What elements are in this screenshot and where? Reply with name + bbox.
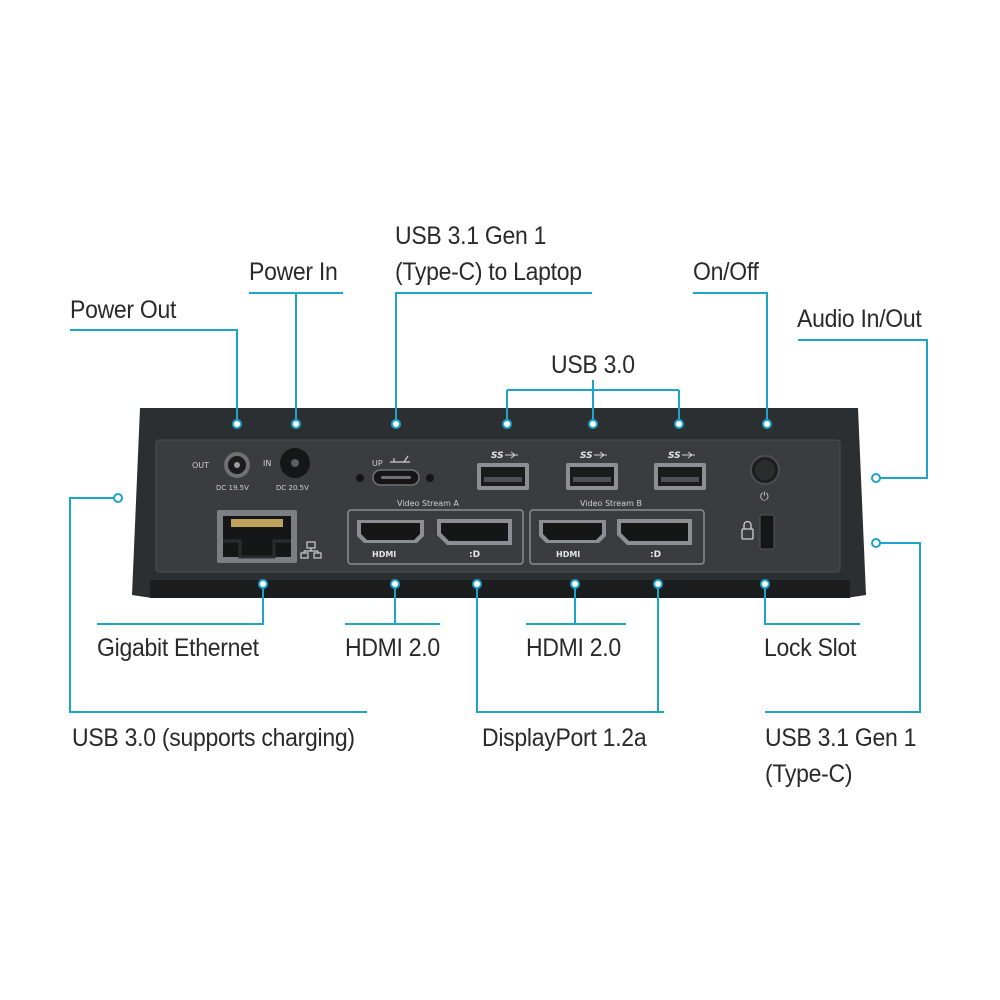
dot-hdmi-a	[390, 579, 400, 589]
lock-icon	[741, 520, 754, 540]
hdmi-port-a	[357, 520, 424, 543]
callout-hdmi-b: HDMI 2.0	[526, 634, 621, 662]
dot-power-out	[232, 419, 242, 429]
video-stream-a-label: Video Stream A	[397, 499, 459, 508]
leader-on-off	[693, 292, 768, 424]
power-out-port	[224, 452, 250, 478]
callout-audio: Audio In/Out	[797, 305, 922, 333]
dot-displayport-b	[653, 579, 663, 589]
leader-hdmi-b	[526, 584, 626, 625]
dp-logo-b: :D	[650, 550, 661, 560]
hdmi-port-b	[539, 520, 606, 543]
dot-usb30-2	[588, 419, 598, 429]
dot-usb30-3	[674, 419, 684, 429]
ss-logo-3: SS	[668, 451, 681, 461]
video-stream-b-label: Video Stream B	[580, 499, 642, 508]
dot-lock	[760, 579, 770, 589]
leader-power-in	[249, 292, 343, 424]
usb-c-laptop-port	[356, 469, 434, 486]
power-symbol-icon: ⏻	[760, 490, 769, 503]
callout-power-in: Power In	[249, 258, 338, 286]
ss-logo-1: SS	[491, 451, 504, 461]
dot-hdmi-b	[570, 579, 580, 589]
up-label: UP	[372, 459, 383, 468]
out-label: OUT	[192, 461, 209, 470]
leader-lock	[764, 584, 860, 625]
callout-usb30: USB 3.0	[551, 351, 635, 379]
callout-usb31c-line1: USB 3.1 Gen 1	[765, 724, 917, 752]
hdmi-logo-b: HDMI	[556, 550, 580, 559]
dot-gigabit	[258, 579, 268, 589]
device-base	[150, 580, 850, 598]
lock-slot	[759, 514, 775, 550]
callout-gigabit: Gigabit Ethernet	[97, 634, 259, 662]
video-stream-a-frame	[347, 509, 524, 565]
dot-audio	[871, 473, 881, 483]
callout-hdmi-a: HDMI 2.0	[345, 634, 440, 662]
callout-usb30-charging: USB 3.0 (supports charging)	[72, 724, 355, 752]
dot-usb-c-laptop	[391, 419, 401, 429]
dot-power-in	[291, 419, 301, 429]
usb-a-port-1	[477, 463, 529, 490]
hdmi-logo-a: HDMI	[372, 550, 396, 559]
callout-displayport: DisplayPort 1.2a	[482, 724, 647, 752]
dc-out-label: DC 19.5V	[216, 484, 249, 492]
callout-lock: Lock Slot	[764, 634, 857, 662]
leader-audio	[798, 339, 928, 479]
leader-usb-charging	[69, 497, 367, 713]
leader-displayport	[476, 584, 664, 713]
ss-logo-2: SS	[580, 451, 593, 461]
usb-trident-icons	[505, 451, 695, 459]
callout-usb31c-line2: (Type-C)	[765, 760, 853, 788]
dot-usb30-1	[502, 419, 512, 429]
callout-power-out: Power Out	[70, 296, 177, 324]
displayport-a	[437, 519, 512, 545]
displayport-b	[617, 519, 692, 545]
leader-hdmi-a	[345, 584, 440, 625]
callout-usb31-laptop-line2: (Type-C) to Laptop	[395, 258, 582, 286]
leader-usb-c-right	[765, 542, 921, 713]
power-button	[750, 455, 780, 485]
in-label: IN	[263, 459, 271, 468]
leader-gigabit	[97, 584, 264, 625]
power-in-port	[280, 448, 310, 478]
dp-logo-a: :D	[469, 550, 480, 560]
dot-displayport-a	[472, 579, 482, 589]
usb-arrow-icon	[390, 455, 410, 463]
dc-in-label: DC 20.5V	[276, 484, 309, 492]
video-stream-b-frame	[529, 509, 705, 565]
dot-on-off	[762, 419, 772, 429]
dot-usb-c-right	[871, 538, 881, 548]
network-icon	[300, 541, 322, 559]
usb-a-port-3	[654, 463, 706, 490]
leader-usb-c-laptop	[395, 292, 592, 424]
ethernet-port	[217, 510, 297, 563]
usb-a-port-2	[566, 463, 618, 490]
leader-usb30	[506, 380, 680, 424]
dot-usb-charging	[113, 493, 123, 503]
callout-usb31-laptop-line1: USB 3.1 Gen 1	[395, 222, 547, 250]
callout-on-off: On/Off	[693, 258, 759, 286]
leader-power-out	[70, 329, 238, 424]
